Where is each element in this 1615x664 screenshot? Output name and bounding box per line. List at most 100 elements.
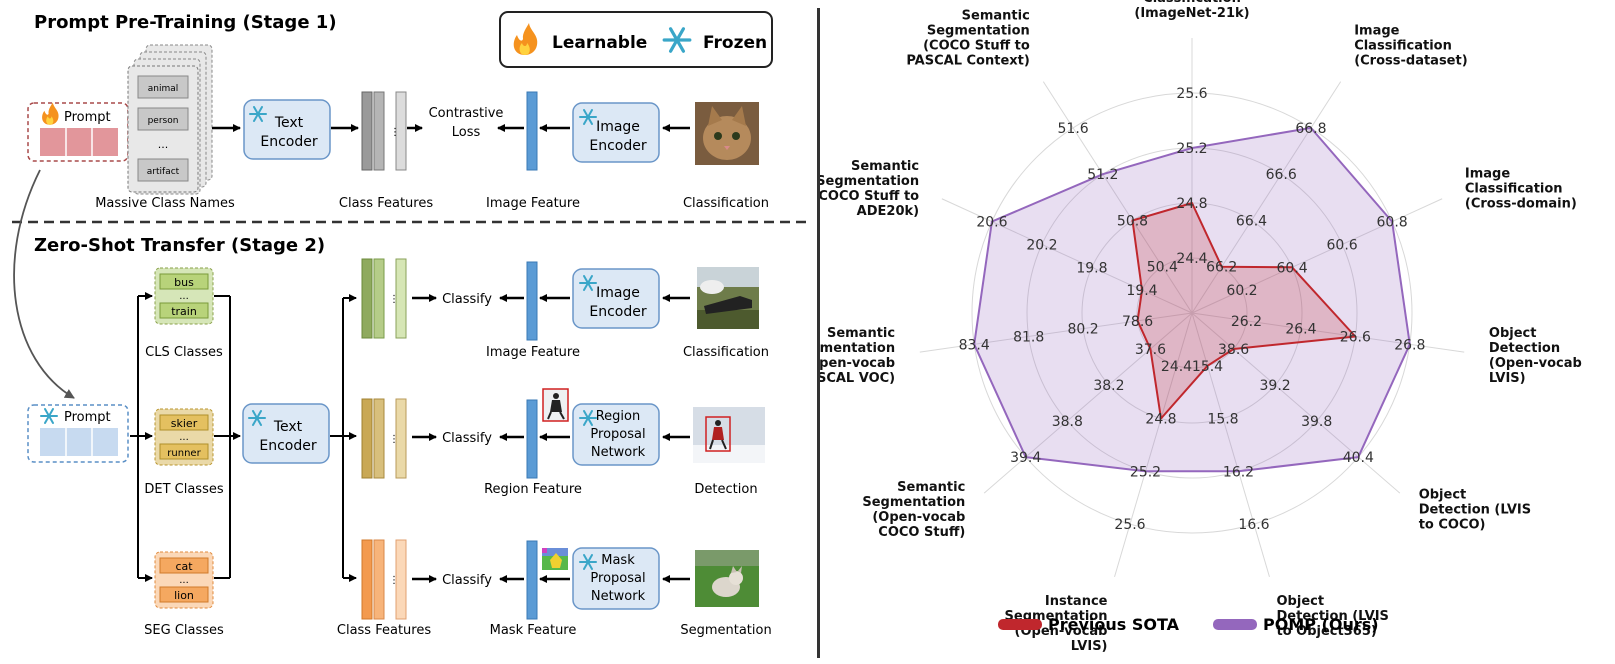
skier-crop-icon <box>542 388 569 422</box>
tick-label: 81.8 <box>1013 330 1044 346</box>
tick-label: 51.6 <box>1058 121 1089 137</box>
image-feature-bar <box>526 91 538 171</box>
region-feature-bar <box>526 399 538 479</box>
feature-caption-3: Mask Feature <box>490 623 577 638</box>
learnable-prompt: Prompt <box>27 102 129 162</box>
svg-text:artifact: artifact <box>147 167 180 177</box>
seg-caption: SEG Classes <box>144 623 224 638</box>
svg-text:person: person <box>148 116 179 126</box>
image-encoder: Image Encoder <box>572 102 660 163</box>
tick-label: 26.4 <box>1285 322 1316 338</box>
image-encoder-stage2: Image Encoder <box>572 268 660 329</box>
svg-text:runner: runner <box>167 448 201 459</box>
task-caption-1: Classification <box>683 196 769 211</box>
tick-label: 19.4 <box>1126 283 1157 299</box>
tick-label: 38.6 <box>1218 342 1249 358</box>
tick-label: 50.4 <box>1147 260 1178 276</box>
tick-label: 51.2 <box>1087 167 1118 183</box>
task-caption-2: Classification <box>683 345 769 360</box>
class-names-caption: Massive Class Names <box>95 196 235 211</box>
svg-text:...: ... <box>179 291 189 302</box>
tick-label: 39.8 <box>1301 414 1332 430</box>
tick-label: 20.6 <box>976 215 1007 231</box>
skier-image <box>693 407 765 463</box>
det-classes: skier ... runner <box>154 408 214 466</box>
class-features-cls: ⋮ <box>361 258 407 339</box>
axis-spoke <box>941 198 1193 314</box>
tick-label: 16.2 <box>1223 464 1254 480</box>
class-features-caption: Class Features <box>339 196 433 211</box>
tick-label: 40.4 <box>1343 450 1374 466</box>
svg-text:⋮: ⋮ <box>390 127 400 138</box>
svg-text:Encoder: Encoder <box>589 138 646 154</box>
axis-spoke <box>1191 312 1465 353</box>
image-feature-bar-2 <box>526 261 538 341</box>
tick-label: 26.8 <box>1394 337 1425 353</box>
svg-text:Encoder: Encoder <box>589 304 646 320</box>
cls-caption: CLS Classes <box>145 345 223 360</box>
feature-caption-2: Region Feature <box>484 482 582 497</box>
task-caption-4: Segmentation <box>680 623 771 638</box>
tick-label: 80.2 <box>1068 322 1099 338</box>
svg-text:⋮: ⋮ <box>389 294 399 305</box>
series-pomp <box>973 126 1411 473</box>
svg-text:Prompt: Prompt <box>64 410 111 425</box>
radar-chart: 24.424.825.225.666.266.466.666.860.260.4… <box>820 0 1582 654</box>
radar-series <box>973 126 1411 473</box>
tick-label: 50.8 <box>1117 214 1148 230</box>
svg-text:Mask: Mask <box>601 553 635 568</box>
svg-text:Proposal: Proposal <box>590 427 645 442</box>
class-names-stack: animal person ... artifact <box>127 44 213 195</box>
panel-separator <box>817 8 820 658</box>
radar-ticks: 24.424.825.225.666.266.466.666.860.260.4… <box>959 86 1426 533</box>
class-features-det: ⋮ <box>361 398 407 479</box>
tick-label: 24.8 <box>1145 412 1176 428</box>
svg-text:Image: Image <box>596 119 640 135</box>
radar-axis-labels: ImageClassification(ImageNet-21k)ImageCl… <box>820 0 1582 654</box>
axis-spoke <box>1191 312 1270 578</box>
tick-label: 25.2 <box>1176 141 1207 157</box>
tick-label: 24.4 <box>1161 359 1192 375</box>
tick-label: 19.8 <box>1076 260 1107 276</box>
tick-label: 39.4 <box>1010 450 1041 466</box>
tick-label: 25.2 <box>1130 464 1161 480</box>
svg-text:train: train <box>171 305 197 318</box>
tick-label: 66.4 <box>1236 214 1267 230</box>
cat-image <box>695 102 759 165</box>
frozen-prompt: Prompt <box>27 404 129 463</box>
chart-legend: Previous SOTA POMP (Ours) <box>998 615 1379 634</box>
tick-label: 20.2 <box>1026 238 1057 254</box>
tick-label: 25.6 <box>1114 517 1145 533</box>
mask-feature-bar <box>526 540 538 620</box>
svg-text:Proposal: Proposal <box>590 571 645 586</box>
classify-label-2: Classify <box>442 431 492 446</box>
tick-label: 26.2 <box>1231 314 1262 330</box>
det-caption: DET Classes <box>144 482 223 497</box>
cls-classes: bus ... train <box>154 267 214 325</box>
svg-text:cat: cat <box>175 560 193 573</box>
legend-label-pomp: POMP (Ours) <box>1263 615 1379 634</box>
svg-text:...: ... <box>179 575 189 586</box>
svg-text:lion: lion <box>174 589 194 602</box>
class-features-seg: ⋮ <box>361 539 407 620</box>
svg-text:⋮: ⋮ <box>389 575 399 586</box>
region-proposal-network: Region Proposal Network <box>572 403 660 466</box>
mask-thumbnail-icon <box>542 548 568 570</box>
loss-label-2: Loss <box>452 125 481 140</box>
tick-label: 60.8 <box>1377 215 1408 231</box>
tick-label: 24.4 <box>1176 251 1207 267</box>
tick-label: 66.6 <box>1266 167 1297 183</box>
tick-label: 24.8 <box>1176 196 1207 212</box>
svg-text:Encoder: Encoder <box>259 438 316 454</box>
axis-spoke <box>1042 81 1193 314</box>
tick-label: 83.4 <box>959 337 990 353</box>
svg-text:...: ... <box>158 138 169 151</box>
svg-text:Text: Text <box>273 419 303 435</box>
text-encoder: Text Encoder <box>243 99 331 160</box>
pomp-diagram: Prompt Pre-Training (Stage 1) Learnable … <box>12 11 810 638</box>
svg-text:Network: Network <box>591 445 646 460</box>
